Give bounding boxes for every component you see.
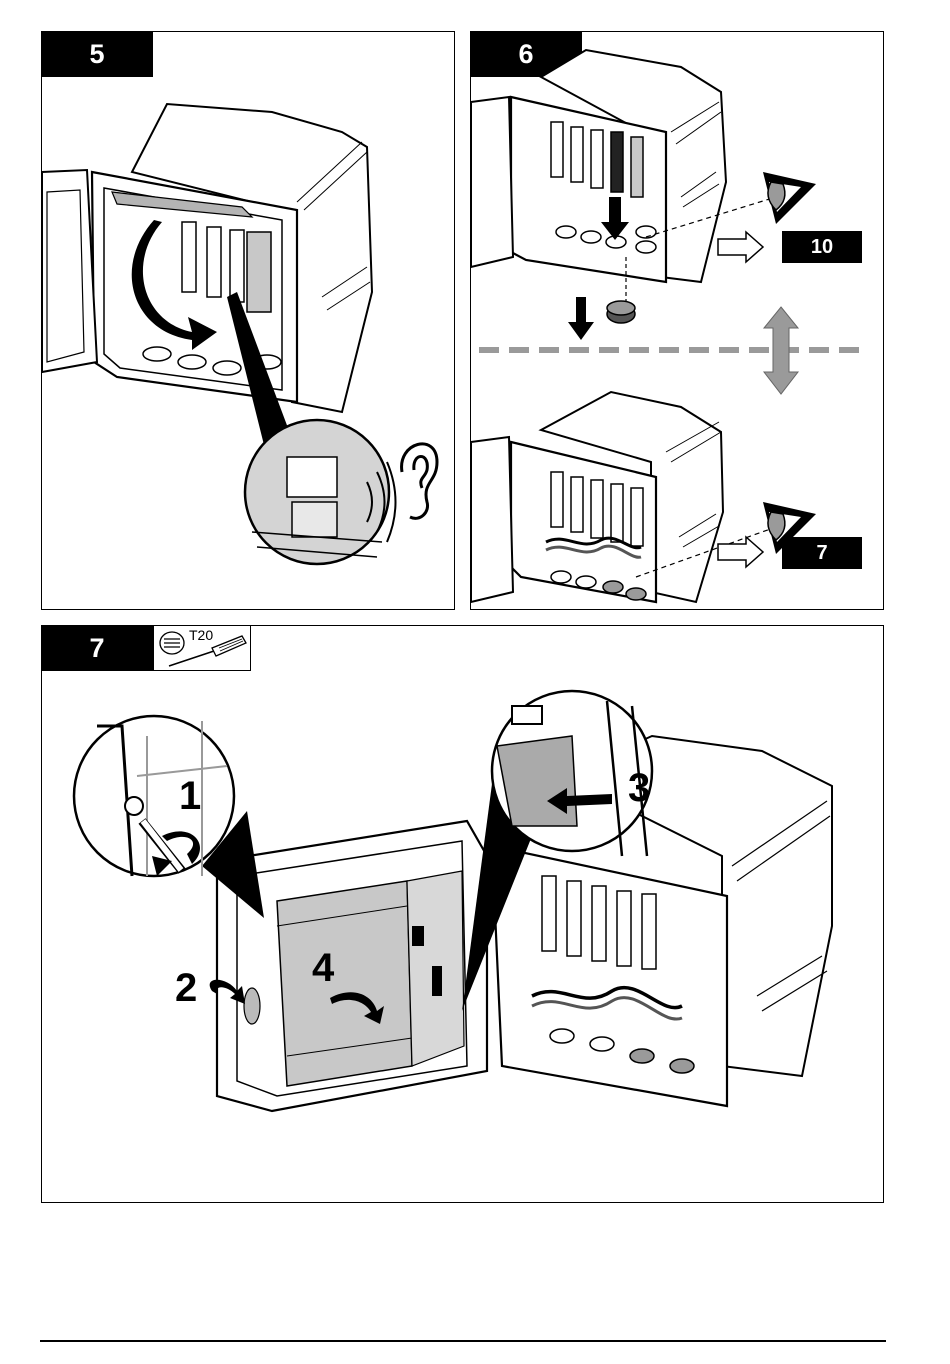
open-door bbox=[42, 170, 97, 372]
step-5-panel: 5 bbox=[41, 31, 455, 610]
swing-door-arrow-icon bbox=[330, 992, 384, 1024]
step-7-motion-arrows bbox=[42, 626, 885, 1204]
goto-arrow-icon bbox=[718, 232, 763, 262]
eye-inspect-icon bbox=[763, 172, 816, 224]
step-5-illustration bbox=[42, 32, 456, 611]
step-6-illustration bbox=[471, 32, 885, 611]
enclosure-bottom-scenario bbox=[471, 392, 816, 602]
remove-plug-arrow-icon bbox=[568, 297, 594, 340]
goto-arrow-icon bbox=[718, 537, 763, 567]
step-6-panel: 6 bbox=[470, 31, 884, 610]
latch-detail-magnifier bbox=[245, 420, 389, 564]
ear-icon bbox=[402, 444, 437, 518]
goto-step-badge[interactable]: 7 bbox=[782, 537, 862, 569]
plug-icon bbox=[607, 301, 635, 323]
enclosure-top-scenario bbox=[471, 50, 816, 340]
goto-step-badge[interactable]: 10 bbox=[782, 231, 862, 263]
step-7-panel: 7 T20 bbox=[41, 625, 884, 1203]
page-footer-rule bbox=[40, 1340, 886, 1342]
rotate-latch-arrow-icon bbox=[210, 980, 245, 1004]
